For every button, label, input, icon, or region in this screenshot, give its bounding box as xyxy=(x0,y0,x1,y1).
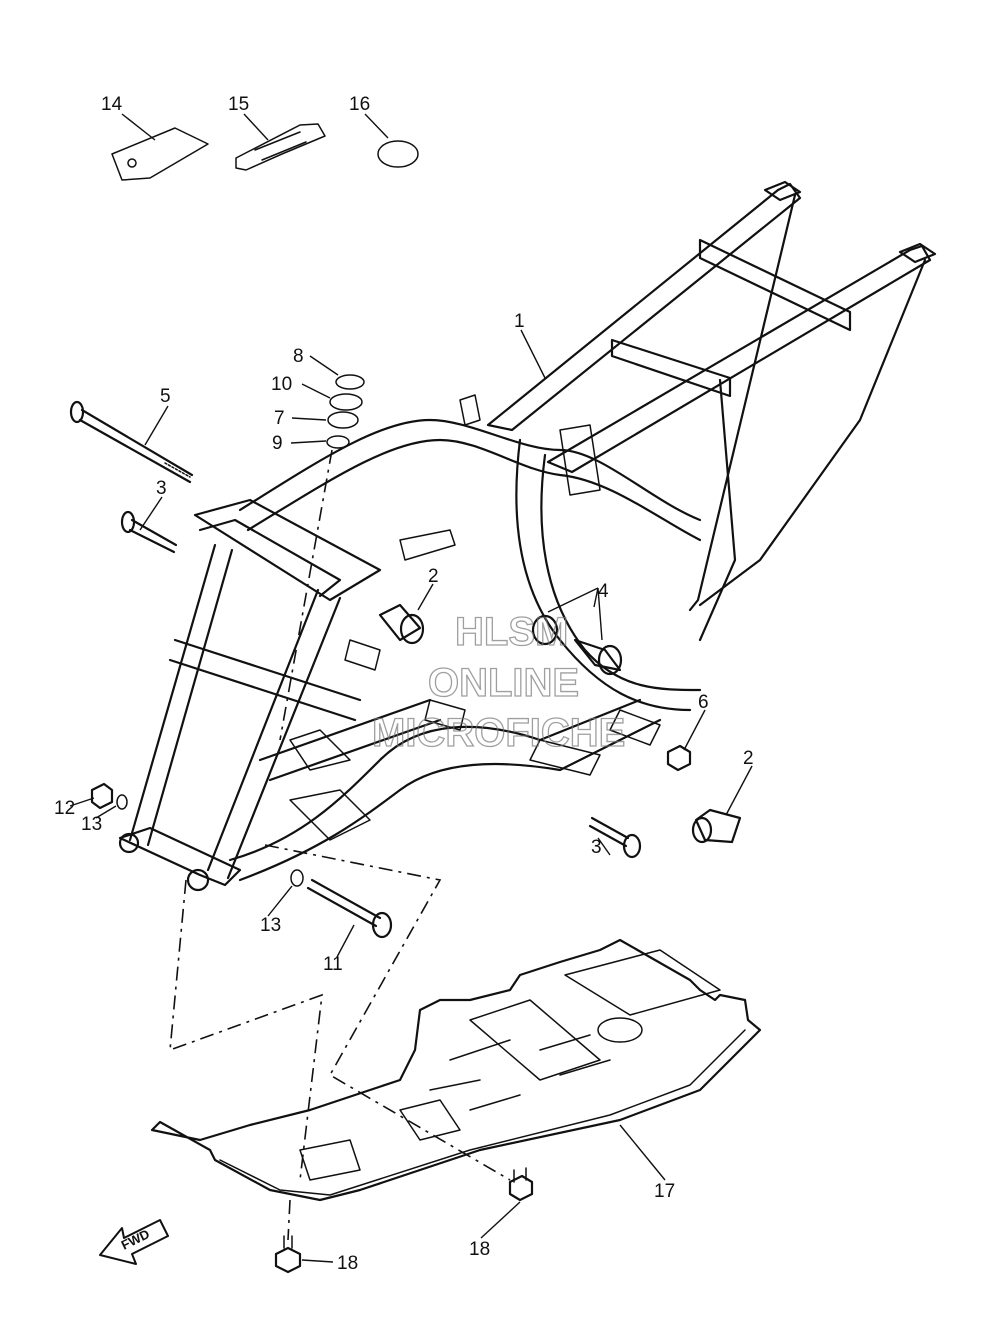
bolt-5 xyxy=(69,400,194,484)
callout-12: 12 xyxy=(54,798,75,819)
callout-14: 14 xyxy=(101,94,123,115)
steering-bearing-stack xyxy=(279,374,365,741)
callout-1: 1 xyxy=(514,311,525,332)
callout-17: 17 xyxy=(654,1181,675,1202)
fwd-arrow-icon: FWD xyxy=(99,1219,169,1265)
callout-8: 8 xyxy=(293,346,304,367)
nut-6 xyxy=(666,744,692,772)
bolt-11 xyxy=(306,878,393,939)
callout-15: 15 xyxy=(228,94,249,115)
bushing-2-upper xyxy=(378,603,425,645)
bolt-3-upper xyxy=(120,510,178,554)
bolt-18-right xyxy=(508,1167,534,1202)
main-frame xyxy=(118,180,937,892)
nut-12 xyxy=(90,782,114,810)
callout-16: 16 xyxy=(349,94,370,115)
bushing-2-lower xyxy=(691,808,742,844)
assembly-guide-lines xyxy=(169,844,511,1241)
callout-6: 6 xyxy=(698,692,709,713)
callout-18-right: 18 xyxy=(469,1239,490,1260)
washer-13-left xyxy=(116,794,128,810)
skid-plate-17 xyxy=(150,938,762,1202)
callout-labels: 14 15 16 1 8 10 7 9 5 3 2 4 6 2 3 12 13 … xyxy=(54,94,754,1274)
bolt-18-left xyxy=(274,1235,302,1274)
part-16-o-ring xyxy=(377,140,419,168)
callout-9: 9 xyxy=(272,433,283,454)
bushing-4-set xyxy=(531,614,623,676)
watermark-line-3: MICROFICHE xyxy=(372,711,625,755)
callout-10: 10 xyxy=(271,374,292,395)
callout-18-left: 18 xyxy=(337,1253,358,1274)
callout-13-left: 13 xyxy=(81,814,102,835)
callout-7: 7 xyxy=(274,408,285,429)
callout-2-upper: 2 xyxy=(428,566,439,587)
part-14-plate xyxy=(111,127,209,181)
watermark: HLSM ONLINE MICROFICHE xyxy=(371,609,626,755)
callout-3-lower: 3 xyxy=(591,837,602,858)
callout-2-lower: 2 xyxy=(743,748,754,769)
washer-13-lower xyxy=(290,869,304,887)
callout-11: 11 xyxy=(323,954,343,975)
bolt-3-lower xyxy=(588,816,642,859)
callout-13-lower: 13 xyxy=(260,915,281,936)
watermark-line-2: ONLINE xyxy=(428,661,579,705)
leader-lines xyxy=(69,113,753,1263)
watermark-line-1: HLSM xyxy=(455,610,568,654)
callout-5: 5 xyxy=(160,386,171,407)
callout-4: 4 xyxy=(598,581,609,602)
callout-3-upper: 3 xyxy=(156,478,167,499)
part-15-bracket xyxy=(235,123,326,171)
